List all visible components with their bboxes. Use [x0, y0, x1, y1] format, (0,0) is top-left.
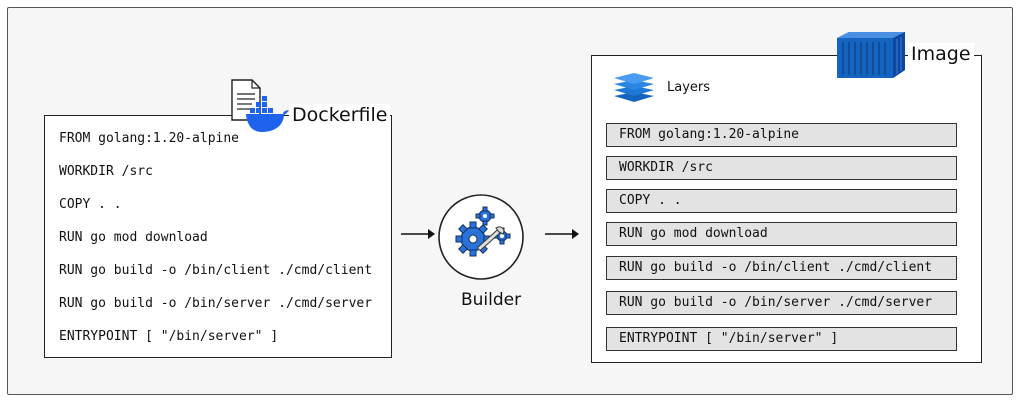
dockerfile-title: Dockerfile	[289, 104, 391, 126]
dockerfile-line: WORKDIR /src	[59, 164, 153, 179]
layers-label: Layers	[667, 80, 711, 95]
image-layer: COPY . .	[606, 189, 957, 213]
dockerfile-line: COPY . .	[59, 197, 122, 212]
shipping-container-icon	[837, 32, 905, 78]
dockerfile-box	[44, 115, 392, 358]
image-layer: RUN go build -o /bin/client ./cmd/client	[606, 256, 957, 280]
dockerfile-line: RUN go build -o /bin/client ./cmd/client	[59, 263, 373, 278]
dockerfile-line: ENTRYPOINT [ "/bin/server" ]	[59, 329, 279, 344]
document-with-docker-whale-icon	[231, 79, 289, 132]
image-layer: ENTRYPOINT [ "/bin/server" ]	[606, 327, 957, 351]
arrow-right-icon	[545, 229, 579, 239]
dockerfile-line: RUN go mod download	[59, 230, 208, 245]
image-title: Image	[908, 43, 974, 65]
gears-and-wrench-icon	[438, 194, 524, 280]
layer-stack-icon	[614, 73, 654, 102]
image-layer: WORKDIR /src	[606, 156, 957, 180]
dockerfile-line: FROM golang:1.20-alpine	[59, 131, 240, 146]
image-layer: FROM golang:1.20-alpine	[606, 123, 957, 147]
image-layer: RUN go mod download	[606, 222, 957, 246]
dockerfile-line: RUN go build -o /bin/server ./cmd/server	[59, 296, 373, 311]
arrow-right-icon	[401, 229, 435, 239]
builder-label: Builder	[461, 290, 522, 310]
image-layer: RUN go build -o /bin/server ./cmd/server	[606, 291, 957, 315]
